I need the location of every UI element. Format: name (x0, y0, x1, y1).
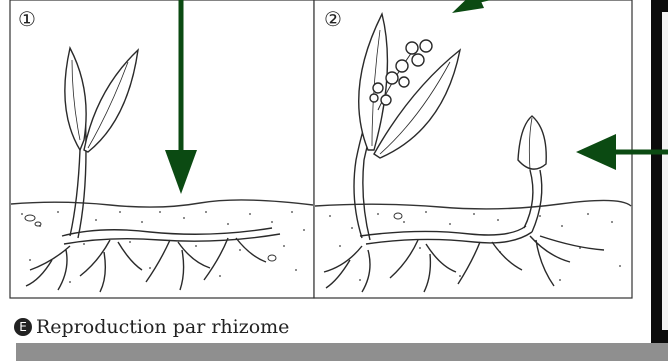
figure-caption: EReproduction par rhizome (14, 316, 289, 338)
panel-1: ① (10, 0, 314, 298)
panel-1-number: ① (18, 7, 36, 31)
bottom-gray-bar (16, 343, 668, 361)
caption-text: Reproduction par rhizome (36, 316, 289, 338)
panel-2-number: ② (324, 7, 342, 31)
caption-letter-badge: E (14, 318, 32, 336)
frame-strip-highlight (662, 12, 668, 330)
